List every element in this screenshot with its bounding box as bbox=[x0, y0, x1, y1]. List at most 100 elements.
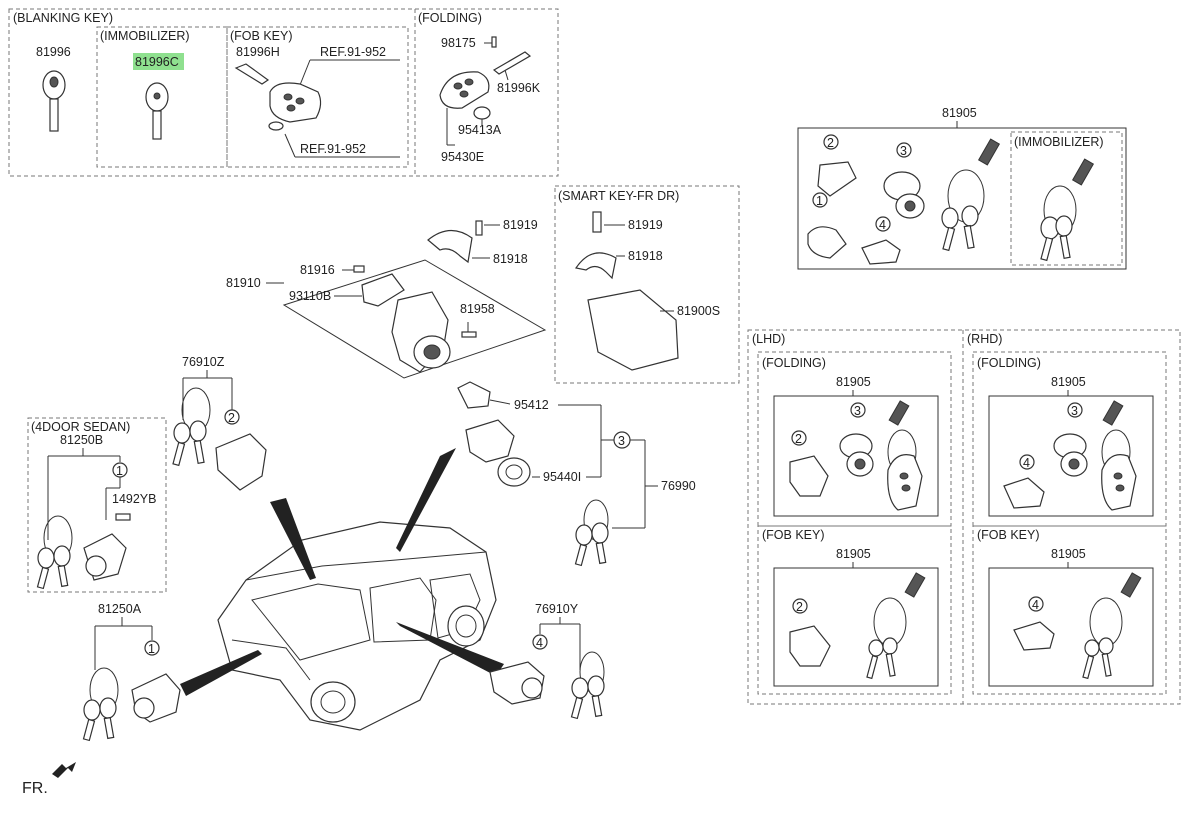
immobilizer-keys-icon bbox=[1040, 215, 1073, 262]
part-81918-b[interactable]: 81918 bbox=[628, 249, 663, 263]
rhd-folding-box bbox=[972, 351, 1167, 527]
part-81250B[interactable]: 81250B bbox=[60, 433, 103, 447]
rhd-fob-box bbox=[972, 525, 1167, 695]
part-81996C[interactable]: 81996C bbox=[135, 55, 179, 69]
part-81250A[interactable]: 81250A bbox=[98, 602, 142, 616]
part-95412[interactable]: 95412 bbox=[514, 398, 549, 412]
battery-icon bbox=[473, 106, 491, 120]
smart-key-module-icon bbox=[587, 289, 679, 371]
group-4door-sedan: (4DOOR SEDAN) bbox=[31, 420, 130, 434]
part-76910Y[interactable]: 76910Y bbox=[535, 602, 579, 616]
part-81958[interactable]: 81958 bbox=[460, 302, 495, 316]
part-81905-rhd-folding[interactable]: 81905 bbox=[1051, 375, 1086, 389]
connector-icon bbox=[457, 381, 491, 409]
front-arrow-icon bbox=[52, 762, 76, 778]
part-81996[interactable]: 81996 bbox=[36, 45, 71, 59]
immobilizer-box bbox=[96, 26, 228, 168]
screw-icon bbox=[592, 211, 602, 233]
folding-fob-icon bbox=[439, 71, 490, 109]
switch-icon bbox=[361, 273, 405, 307]
tag-icon bbox=[1071, 158, 1095, 186]
immobilizer-key-icon bbox=[145, 82, 169, 140]
car-illustration bbox=[217, 521, 497, 731]
part-95413A[interactable]: 95413A bbox=[458, 123, 502, 137]
group-rhd-fob: (FOB KEY) bbox=[977, 528, 1040, 542]
lhd-folding-set bbox=[773, 395, 939, 517]
blank-key-icon bbox=[42, 70, 66, 132]
group-immobilizer-right: (IMMOBILIZER) bbox=[1014, 135, 1104, 149]
four-door-sedan-box bbox=[27, 417, 167, 593]
keys-icon bbox=[172, 420, 207, 467]
callout-1: 1 bbox=[148, 642, 155, 656]
part-81918-a[interactable]: 81918 bbox=[493, 252, 528, 266]
callout-2: 2 bbox=[827, 136, 834, 150]
callout-2: 2 bbox=[228, 411, 235, 425]
callout-3: 3 bbox=[618, 434, 625, 448]
callout-2: 2 bbox=[795, 432, 802, 446]
group-fob-key: (FOB KEY) bbox=[230, 29, 293, 43]
smart-key-box bbox=[554, 185, 740, 384]
part-93110B[interactable]: 93110B bbox=[289, 289, 331, 303]
callout-4: 4 bbox=[1023, 456, 1030, 470]
part-ref-91952-a[interactable]: REF.91-952 bbox=[320, 45, 386, 59]
part-95430E[interactable]: 95430E bbox=[441, 150, 484, 164]
cylinder-icon bbox=[817, 161, 857, 197]
rhd-folding-set bbox=[988, 395, 1154, 517]
part-81905-lhd-fob[interactable]: 81905 bbox=[836, 547, 871, 561]
callout-4: 4 bbox=[1032, 598, 1039, 612]
lhd-fob-box bbox=[757, 525, 952, 695]
part-81905-lhd-folding[interactable]: 81905 bbox=[836, 375, 871, 389]
pointer-wedge bbox=[396, 622, 504, 676]
cylinder-icon bbox=[861, 239, 901, 265]
folding-blade-icon bbox=[492, 51, 532, 75]
tag-icon bbox=[888, 400, 910, 426]
group-immobilizer: (IMMOBILIZER) bbox=[100, 29, 190, 43]
part-95440I[interactable]: 95440I bbox=[543, 470, 581, 484]
part-76990[interactable]: 76990 bbox=[661, 479, 696, 493]
keys-icon bbox=[941, 205, 979, 252]
ring-icon bbox=[497, 457, 531, 487]
pointer-wedge bbox=[396, 448, 456, 552]
part-81905-rhd-fob[interactable]: 81905 bbox=[1051, 547, 1086, 561]
part-81919-b[interactable]: 81919 bbox=[628, 218, 663, 232]
part-ref-91952-b[interactable]: REF.91-952 bbox=[300, 142, 366, 156]
part-81910[interactable]: 81910 bbox=[226, 276, 261, 290]
part-81900S[interactable]: 81900S bbox=[677, 304, 720, 318]
shroud-icon bbox=[427, 229, 473, 264]
folding-fob-icon bbox=[887, 454, 923, 511]
small-screw-icon bbox=[353, 265, 365, 273]
part-81916[interactable]: 81916 bbox=[300, 263, 335, 277]
lhd-folding-box bbox=[757, 351, 952, 527]
callout-1: 1 bbox=[816, 194, 823, 208]
part-81905-top[interactable]: 81905 bbox=[942, 106, 977, 120]
part-76910Z[interactable]: 76910Z bbox=[182, 355, 225, 369]
tag-icon bbox=[904, 572, 926, 598]
part-98175[interactable]: 98175 bbox=[441, 36, 476, 50]
ignition-cylinder-icon bbox=[465, 419, 515, 463]
group-folding: (FOLDING) bbox=[418, 11, 482, 25]
tag-icon bbox=[1120, 572, 1142, 598]
keys-icon bbox=[82, 697, 117, 742]
callout-3: 3 bbox=[854, 404, 861, 418]
ignition-assy-frame bbox=[282, 259, 547, 379]
lock-set-box bbox=[797, 127, 1127, 270]
cylinder-icon bbox=[1013, 621, 1055, 651]
callout-4: 4 bbox=[536, 636, 543, 650]
shroud-icon bbox=[575, 252, 617, 280]
keys-icon bbox=[1082, 637, 1114, 680]
group-lhd: (LHD) bbox=[752, 332, 785, 346]
callout-2: 2 bbox=[796, 600, 803, 614]
cylinder-icon bbox=[807, 226, 847, 259]
part-81996K[interactable]: 81996K bbox=[497, 81, 541, 95]
part-1492YB[interactable]: 1492YB bbox=[112, 492, 156, 506]
tag-icon bbox=[1102, 400, 1124, 426]
part-81996H[interactable]: 81996H bbox=[236, 45, 280, 59]
group-rhd-folding: (FOLDING) bbox=[977, 356, 1041, 370]
keys-icon bbox=[570, 675, 605, 720]
part-81919-a[interactable]: 81919 bbox=[503, 218, 538, 232]
tag-icon bbox=[977, 138, 1001, 166]
cylinder-icon bbox=[789, 455, 829, 497]
group-smart-key: (SMART KEY-FR DR) bbox=[558, 189, 679, 203]
callout-3: 3 bbox=[900, 144, 907, 158]
